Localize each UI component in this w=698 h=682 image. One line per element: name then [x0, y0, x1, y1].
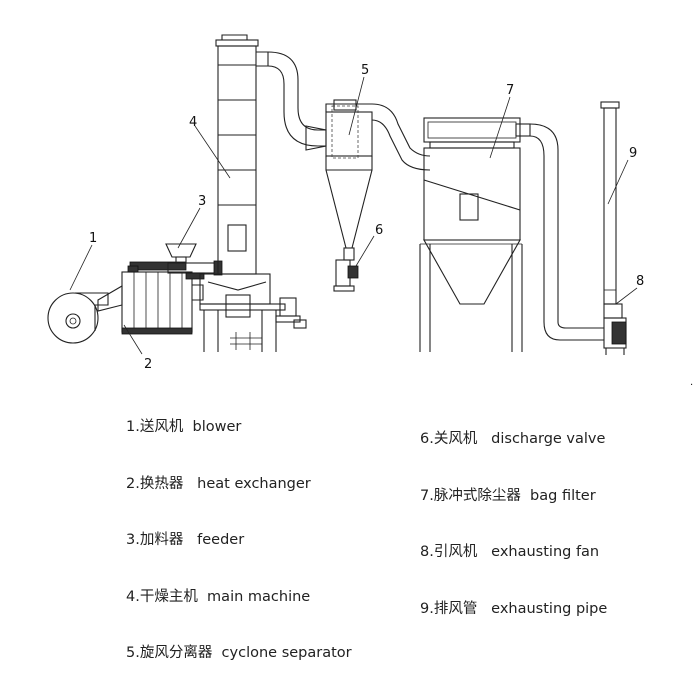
callout-3: 3	[198, 194, 206, 209]
margin-mark: .	[690, 377, 693, 388]
callout-7: 7	[506, 83, 514, 98]
bag-filter	[419, 117, 531, 352]
process-flow-diagram: 1 2 3 4 5 6 7 9 8 .	[47, 34, 693, 388]
cyclone-separator	[325, 99, 373, 261]
discharge-valve	[333, 259, 359, 292]
callout-4: 4	[189, 115, 197, 130]
legend-item-main-machine: 4.干燥主机 main machine	[126, 588, 311, 605]
callout-5: 5	[361, 63, 369, 78]
legend-item-bag-filter: 7.脉冲式除尘器 bag filter	[420, 487, 596, 504]
callout-6: 6	[375, 223, 383, 238]
exhausting-pipe	[600, 101, 620, 305]
leader-lines	[69, 76, 638, 355]
callout-9: 9	[629, 146, 637, 161]
legend-item-heat-exchanger: 2.换热器 heat exchanger	[126, 475, 311, 492]
heat-exchanger	[121, 261, 204, 335]
legend-right: 6.关风机 discharge valve 7.脉冲式除尘器 bag filte…	[420, 395, 607, 637]
exhausting-fan	[603, 303, 627, 355]
callout-8: 8	[636, 274, 644, 289]
legend-item-blower: 1.送风机 blower	[126, 419, 242, 435]
callout-1: 1	[89, 231, 97, 246]
duct-cyclone-to-filter	[371, 103, 431, 171]
legend-left: 1.送风机 blower 2.换热器 heat exchanger 3.加料器 …	[126, 383, 352, 682]
legend-item-discharge-valve: 6.关风机 discharge valve	[420, 431, 606, 447]
legend-item-cyclone-separator: 5.旋风分离器 cyclone separator	[126, 645, 352, 661]
legend-item-feeder: 3.加料器 feeder	[126, 532, 245, 548]
main-machine	[199, 34, 307, 352]
duct-tower-to-cyclone	[267, 51, 327, 151]
callout-2: 2	[144, 357, 152, 372]
duct-filter-to-fan	[529, 123, 604, 341]
legend-item-exhausting-pipe: 9.排风管 exhausting pipe	[420, 600, 608, 617]
legend-item-exhausting-fan: 8.引风机 exhausting fan	[420, 544, 600, 560]
blower	[47, 285, 123, 344]
